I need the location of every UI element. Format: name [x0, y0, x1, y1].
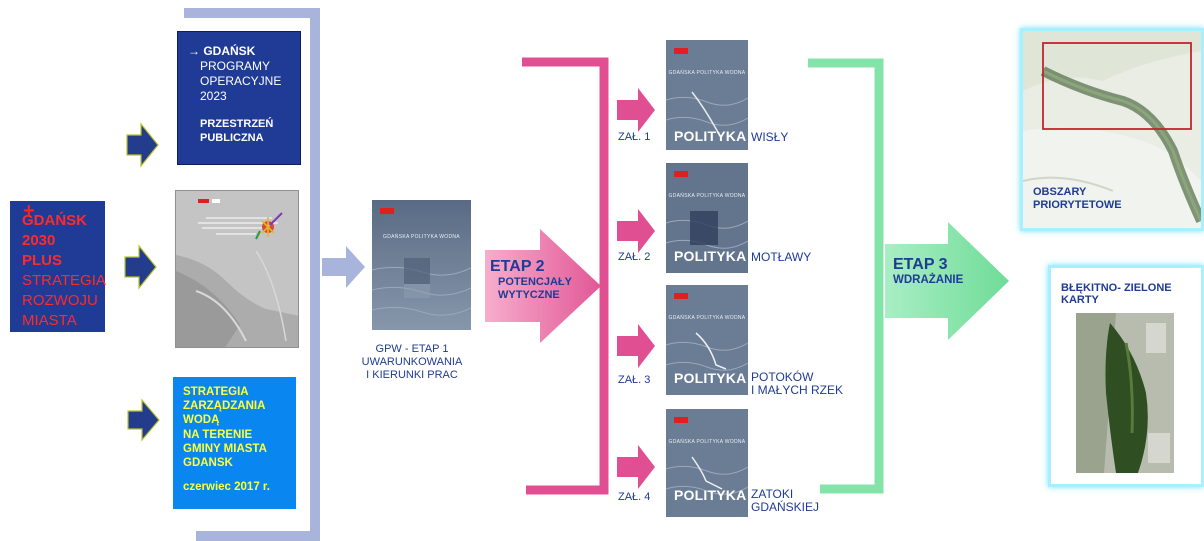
etap3-arrow-icon — [885, 222, 1009, 340]
logo-icon — [674, 417, 688, 423]
pink-arrow-icon — [617, 324, 655, 368]
pink-arrow-icon — [617, 88, 655, 132]
strategy-line4: NA TERENIE — [183, 428, 253, 441]
water-strategy-box: STRATEGIA ZARZĄDZANIA WODĄ NA TERENIE GM… — [173, 377, 296, 509]
annex-1-policy: POLITYKA — [674, 128, 747, 144]
strategy-line2: ZARZĄDZANIA — [183, 400, 266, 413]
annex-2-policy: POLITYKA — [674, 248, 747, 264]
water-photo — [372, 200, 471, 330]
strategy-line1: STRATEGIA — [183, 386, 249, 398]
annex-3-title: POTOKÓW I MAŁYCH RZEK — [751, 370, 844, 397]
pink-arrow-icon — [617, 445, 655, 489]
right-arrow-icon: → — [188, 44, 200, 58]
right-arrow-icon — [127, 398, 160, 442]
water-photo — [666, 163, 748, 273]
pink-arrow-icon — [617, 209, 655, 253]
strategy-line5: GMINY MIASTA — [183, 442, 267, 455]
g2030-line4: ROZWOJU — [22, 292, 98, 309]
g2030-line1: GDAŃSK — [22, 212, 88, 229]
annex-cover-1: GDAŃSKA POLITYKA WODNA — [666, 40, 748, 150]
cover-title: GDAŃSKA POLITYKA WODNA — [668, 439, 746, 445]
cover-title: GDAŃSKA POLITYKA WODNA — [383, 234, 460, 240]
study-document — [175, 190, 299, 348]
right-arrow-icon — [126, 122, 159, 168]
priority-areas-label: OBSZARY PRIORYTETOWE — [1033, 186, 1122, 211]
annex-cover-4: GDAŃSKA POLITYKA WODNA — [666, 409, 748, 517]
programs-line4: 2023 — [200, 89, 227, 103]
water-photo — [666, 285, 748, 395]
lavender-arrow-icon — [322, 246, 365, 288]
g2030-line3: STRATEGIA — [22, 272, 106, 289]
programs-title: → GDAŃSK — [188, 44, 256, 58]
cover-title: GDAŃSKA POLITYKA WODNA — [668, 315, 746, 321]
water-photo — [666, 409, 748, 517]
g2030-line5: MIASTA — [22, 312, 77, 329]
cover-title: GDAŃSKA POLITYKA WODNA — [668, 193, 746, 199]
annex-4-number: ZAŁ. 4 — [618, 491, 651, 503]
annex-4-title: ZATOKI GDAŃSKIEJ — [751, 487, 820, 514]
gpw-stage1-cover: GDAŃSKA POLITYKA WODNA — [372, 200, 471, 330]
annex-cover-3: GDAŃSKA POLITYKA WODNA — [666, 285, 748, 395]
blue-green-map — [1076, 313, 1174, 473]
logo-icon — [674, 293, 688, 299]
annex-4-policy: POLITYKA — [674, 487, 747, 503]
annex-1-number: ZAŁ. 1 — [618, 131, 651, 143]
plus-icon: + — [23, 200, 35, 222]
blue-green-cards-label: BŁĘKITNO- ZIELONE KARTY — [1061, 282, 1172, 306]
logo-icon — [380, 208, 394, 214]
annex-2-title: MOTŁAWY — [751, 250, 812, 264]
gdansk-2030-box: + GDAŃSK 2030 PLUS STRATEGIA ROZWOJU MIA… — [10, 200, 106, 332]
annex-2-number: ZAŁ. 2 — [618, 251, 651, 263]
annex-3-number: ZAŁ. 3 — [618, 374, 651, 386]
g2030-line2: 2030 PLUS — [22, 232, 63, 269]
blue-green-cards-box: BŁĘKITNO- ZIELONE KARTY — [1048, 265, 1204, 487]
programs-line3: OPERACYJNE — [200, 74, 282, 88]
cover-title: GDAŃSKA POLITYKA WODNA — [668, 70, 746, 76]
programs-subtitle: PRZESTRZEŃ PUBLICZNA — [200, 118, 274, 144]
annex-1-title: WISŁY — [751, 130, 789, 144]
priority-areas-map — [1023, 31, 1201, 228]
annex-bracket — [522, 57, 609, 495]
study-map-image — [176, 191, 298, 347]
etap3-label: ETAP 3 WDRAŻANIE — [893, 256, 964, 286]
logo-icon — [674, 48, 688, 54]
right-arrow-icon — [124, 244, 157, 290]
gpw-caption: GPW - ETAP 1 UWARUNKOWANIA I KIERUNKI PR… — [361, 343, 463, 381]
implementation-bracket — [808, 58, 884, 494]
annex-3-policy: POLITYKA — [674, 370, 747, 386]
programs-document: → GDAŃSK PROGRAMY OPERACYJNE 2023 PRZEST… — [177, 31, 301, 165]
strategy-date: czerwiec 2017 r. — [183, 481, 270, 494]
annex-cover-2: GDAŃSKA POLITYKA WODNA — [666, 163, 748, 273]
programs-line2: PROGRAMY — [200, 59, 271, 73]
water-photo — [666, 40, 748, 150]
etap2-label: ETAP 2 POTENCJAŁY WYTYCZNE — [490, 258, 572, 301]
etap2-arrow-icon — [485, 229, 601, 343]
input-bracket — [184, 8, 320, 541]
priority-areas-box: OBSZARY PRIORYTETOWE — [1020, 28, 1204, 231]
strategy-line3: WODĄ — [183, 414, 220, 427]
strategy-line6: GDANSK — [183, 457, 233, 470]
logo-icon — [674, 171, 688, 177]
